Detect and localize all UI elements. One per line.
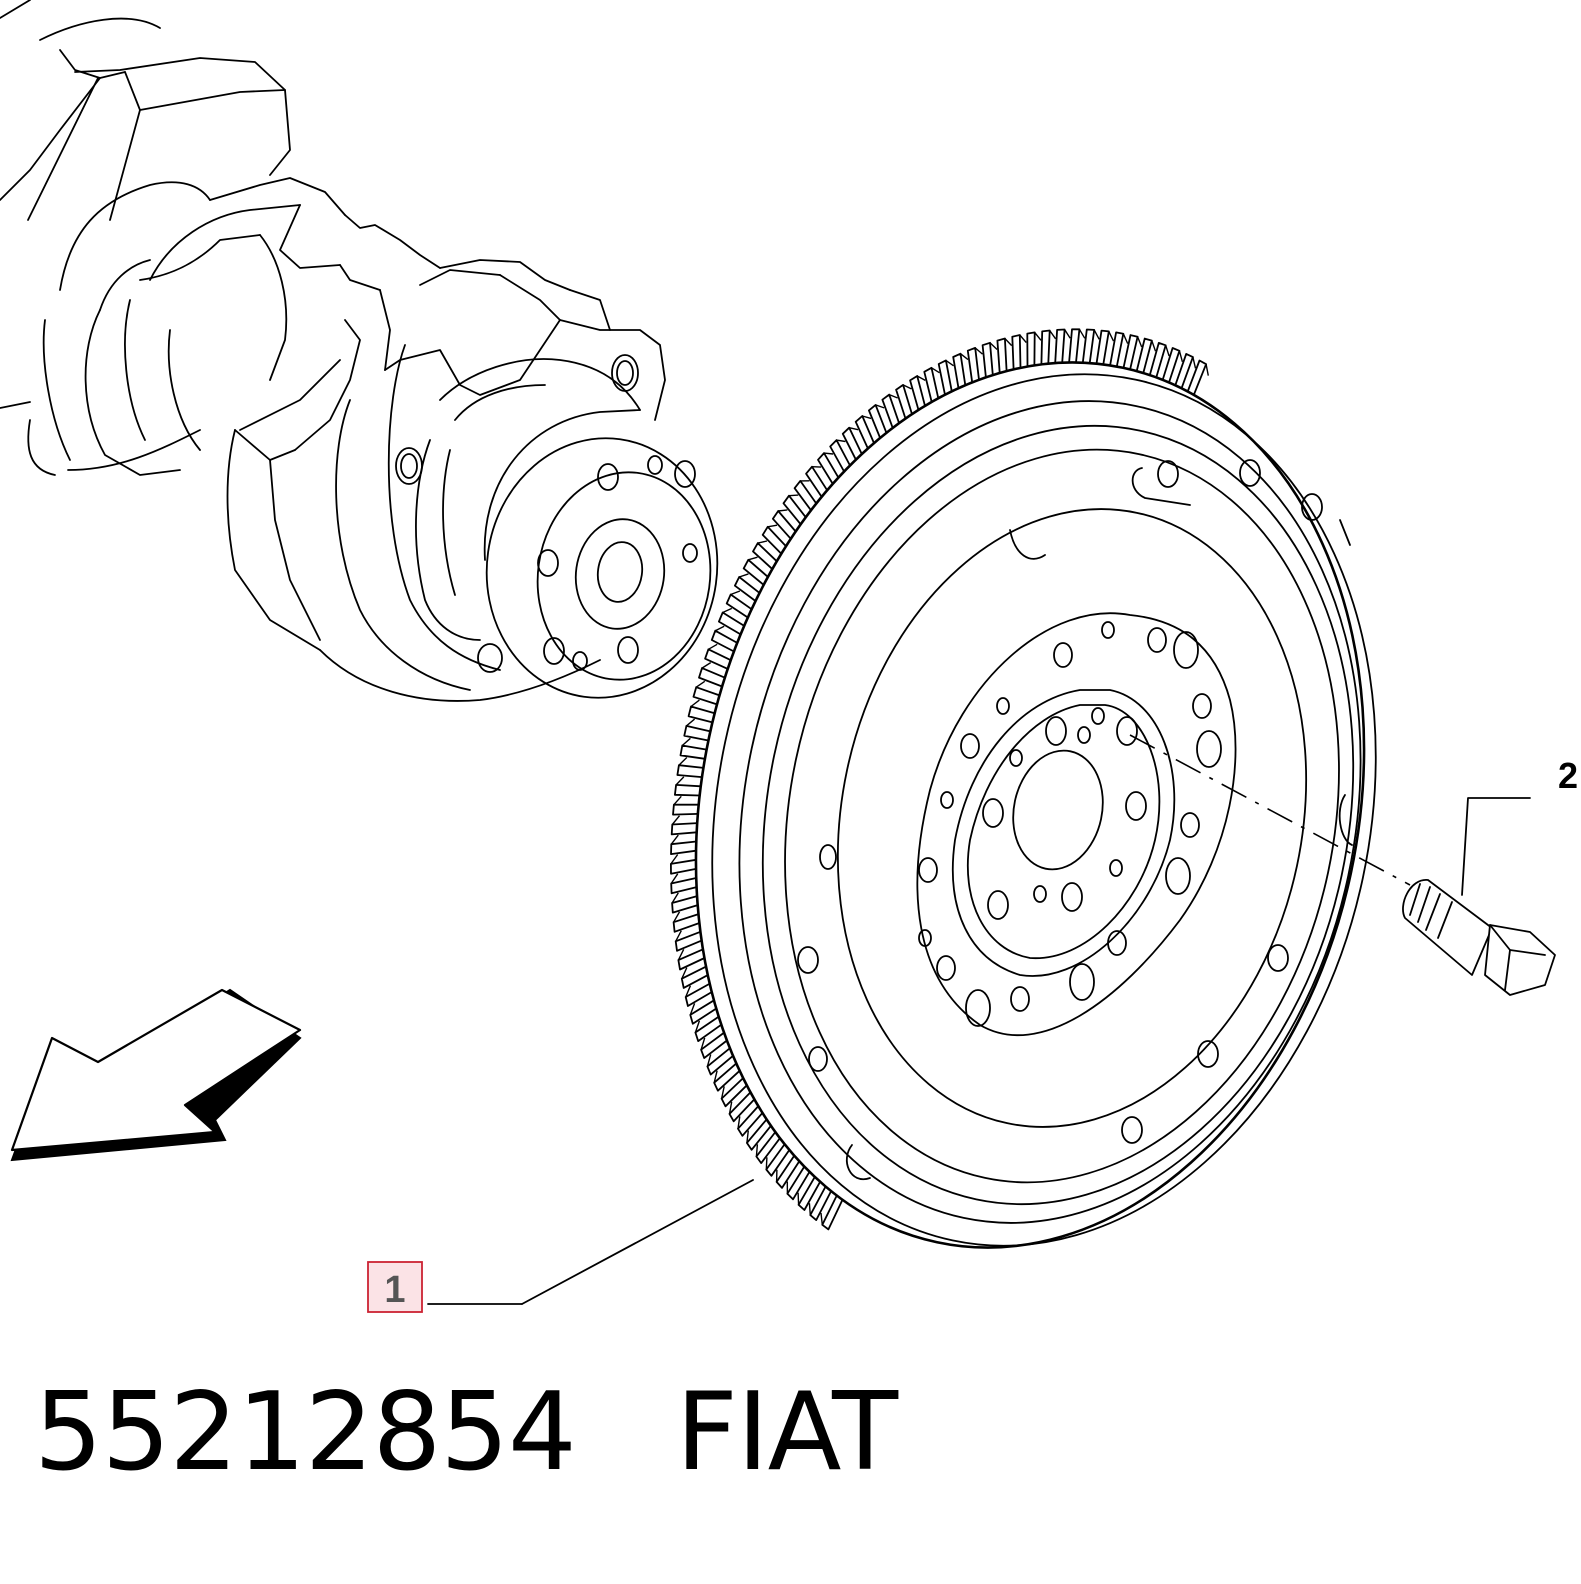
direction-arrow-icon — [10, 988, 302, 1162]
gear-tooth-faces — [670, 328, 1209, 1225]
part-number: 55212854 — [34, 1370, 577, 1495]
callout-1-label: 1 — [384, 1269, 405, 1311]
flywheel-drawing — [670, 328, 1377, 1249]
crankshaft-drawing — [0, 0, 719, 702]
callout-1[interactable]: 1 — [367, 1179, 754, 1313]
ring-gear-teeth — [670, 328, 1209, 1231]
gear-tooth-set — [670, 328, 1207, 1231]
brand-name: FIAT — [675, 1370, 898, 1495]
bolt-drawing — [1129, 734, 1556, 996]
part-caption: 55212854 FIAT — [34, 1368, 898, 1498]
callout-2-label: 2 — [1558, 755, 1578, 796]
callout-1-highlight — [367, 1261, 423, 1313]
callout-2[interactable]: 2 — [1461, 755, 1578, 896]
